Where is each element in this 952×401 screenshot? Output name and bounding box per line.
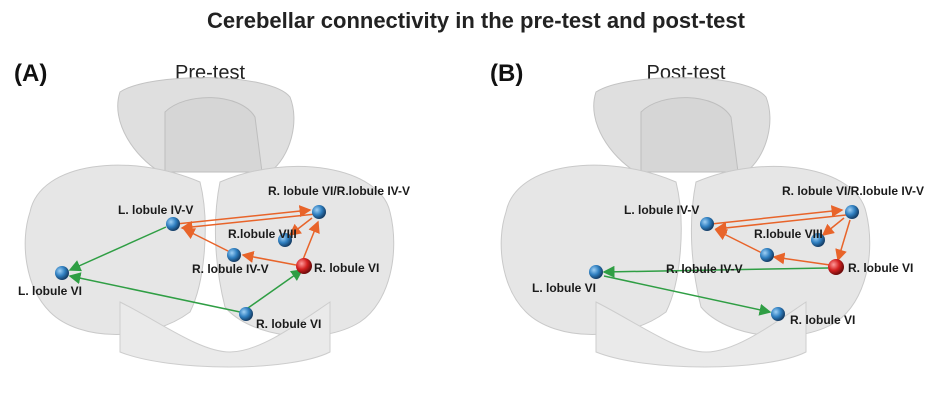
edge-orange	[835, 219, 851, 262]
node-label: L. lobule IV-V	[118, 203, 193, 217]
node-r-lobule-vi-iv-v	[845, 205, 859, 219]
cerebellum-silhouette	[500, 77, 871, 368]
edge-green	[602, 265, 829, 278]
node-label: R.lobule VIII	[754, 227, 823, 241]
node-r-lobule-vi-red	[828, 259, 844, 275]
panel-label: (B)	[490, 60, 524, 87]
node-r-lobule-iv-v	[227, 248, 241, 262]
edge-orange	[175, 205, 312, 225]
cerebellum-silhouette	[24, 77, 395, 368]
edge-orange	[714, 229, 763, 254]
node-label: R. lobule VI/R.lobule IV-V	[782, 184, 924, 198]
edge-orange	[710, 205, 844, 225]
edge-orange	[180, 213, 317, 233]
edge-orange	[772, 252, 831, 266]
node-l-lobule-vi	[55, 266, 69, 280]
edge-green	[68, 272, 241, 313]
node-l-lobule-vi	[589, 265, 603, 279]
connectivity-diagram: R. lobule VI/R.lobule IV-V L. lobule IV-…	[500, 77, 924, 368]
edge-orange	[182, 228, 233, 254]
edge-orange	[301, 220, 320, 263]
panel-post-test: (B) Post-test	[476, 52, 952, 401]
node-label: R. lobule VI	[790, 313, 855, 327]
node-label: R.lobule VIII	[228, 227, 297, 241]
node-label: L. lobule VI	[18, 284, 82, 298]
node-r-lobule-vi-lower	[771, 307, 785, 321]
node-label: R. lobule VI	[848, 261, 913, 275]
connectivity-diagram: R. lobule VI/R.lobule IV-V L. lobule IV-…	[18, 77, 410, 368]
edge-orange	[288, 217, 313, 236]
node-label: R. lobule VI	[256, 317, 321, 331]
node-label: L. lobule VI	[532, 281, 596, 295]
figure-title: Cerebellar connectivity in the pre-test …	[207, 8, 745, 33]
node-r-lobule-viii	[278, 233, 292, 247]
node-r-lobule-vi-lower	[239, 307, 253, 321]
node-r-lobule-viii	[811, 233, 825, 247]
edge-orange	[241, 251, 297, 266]
node-r-lobule-vi-iv-v	[312, 205, 326, 219]
node-l-lobule-iv-v	[700, 217, 714, 231]
node-l-lobule-iv-v	[166, 217, 180, 231]
node-label: R. lobule VI	[314, 261, 379, 275]
edge-orange	[714, 214, 847, 234]
panel-pre-test: (A) Pre-test	[0, 52, 476, 401]
node-label: R. lobule IV-V	[666, 262, 743, 276]
edge-green	[68, 226, 167, 272]
node-label: L. lobule IV-V	[624, 203, 699, 217]
node-r-lobule-iv-v	[760, 248, 774, 262]
node-label: R. lobule IV-V	[192, 262, 269, 276]
node-r-lobule-vi-red	[296, 258, 312, 274]
node-label: R. lobule VI/R.lobule IV-V	[268, 184, 410, 198]
edge-green	[247, 269, 304, 309]
edge-green	[603, 275, 772, 316]
panel-label: (A)	[14, 60, 48, 87]
edge-orange	[821, 217, 845, 236]
